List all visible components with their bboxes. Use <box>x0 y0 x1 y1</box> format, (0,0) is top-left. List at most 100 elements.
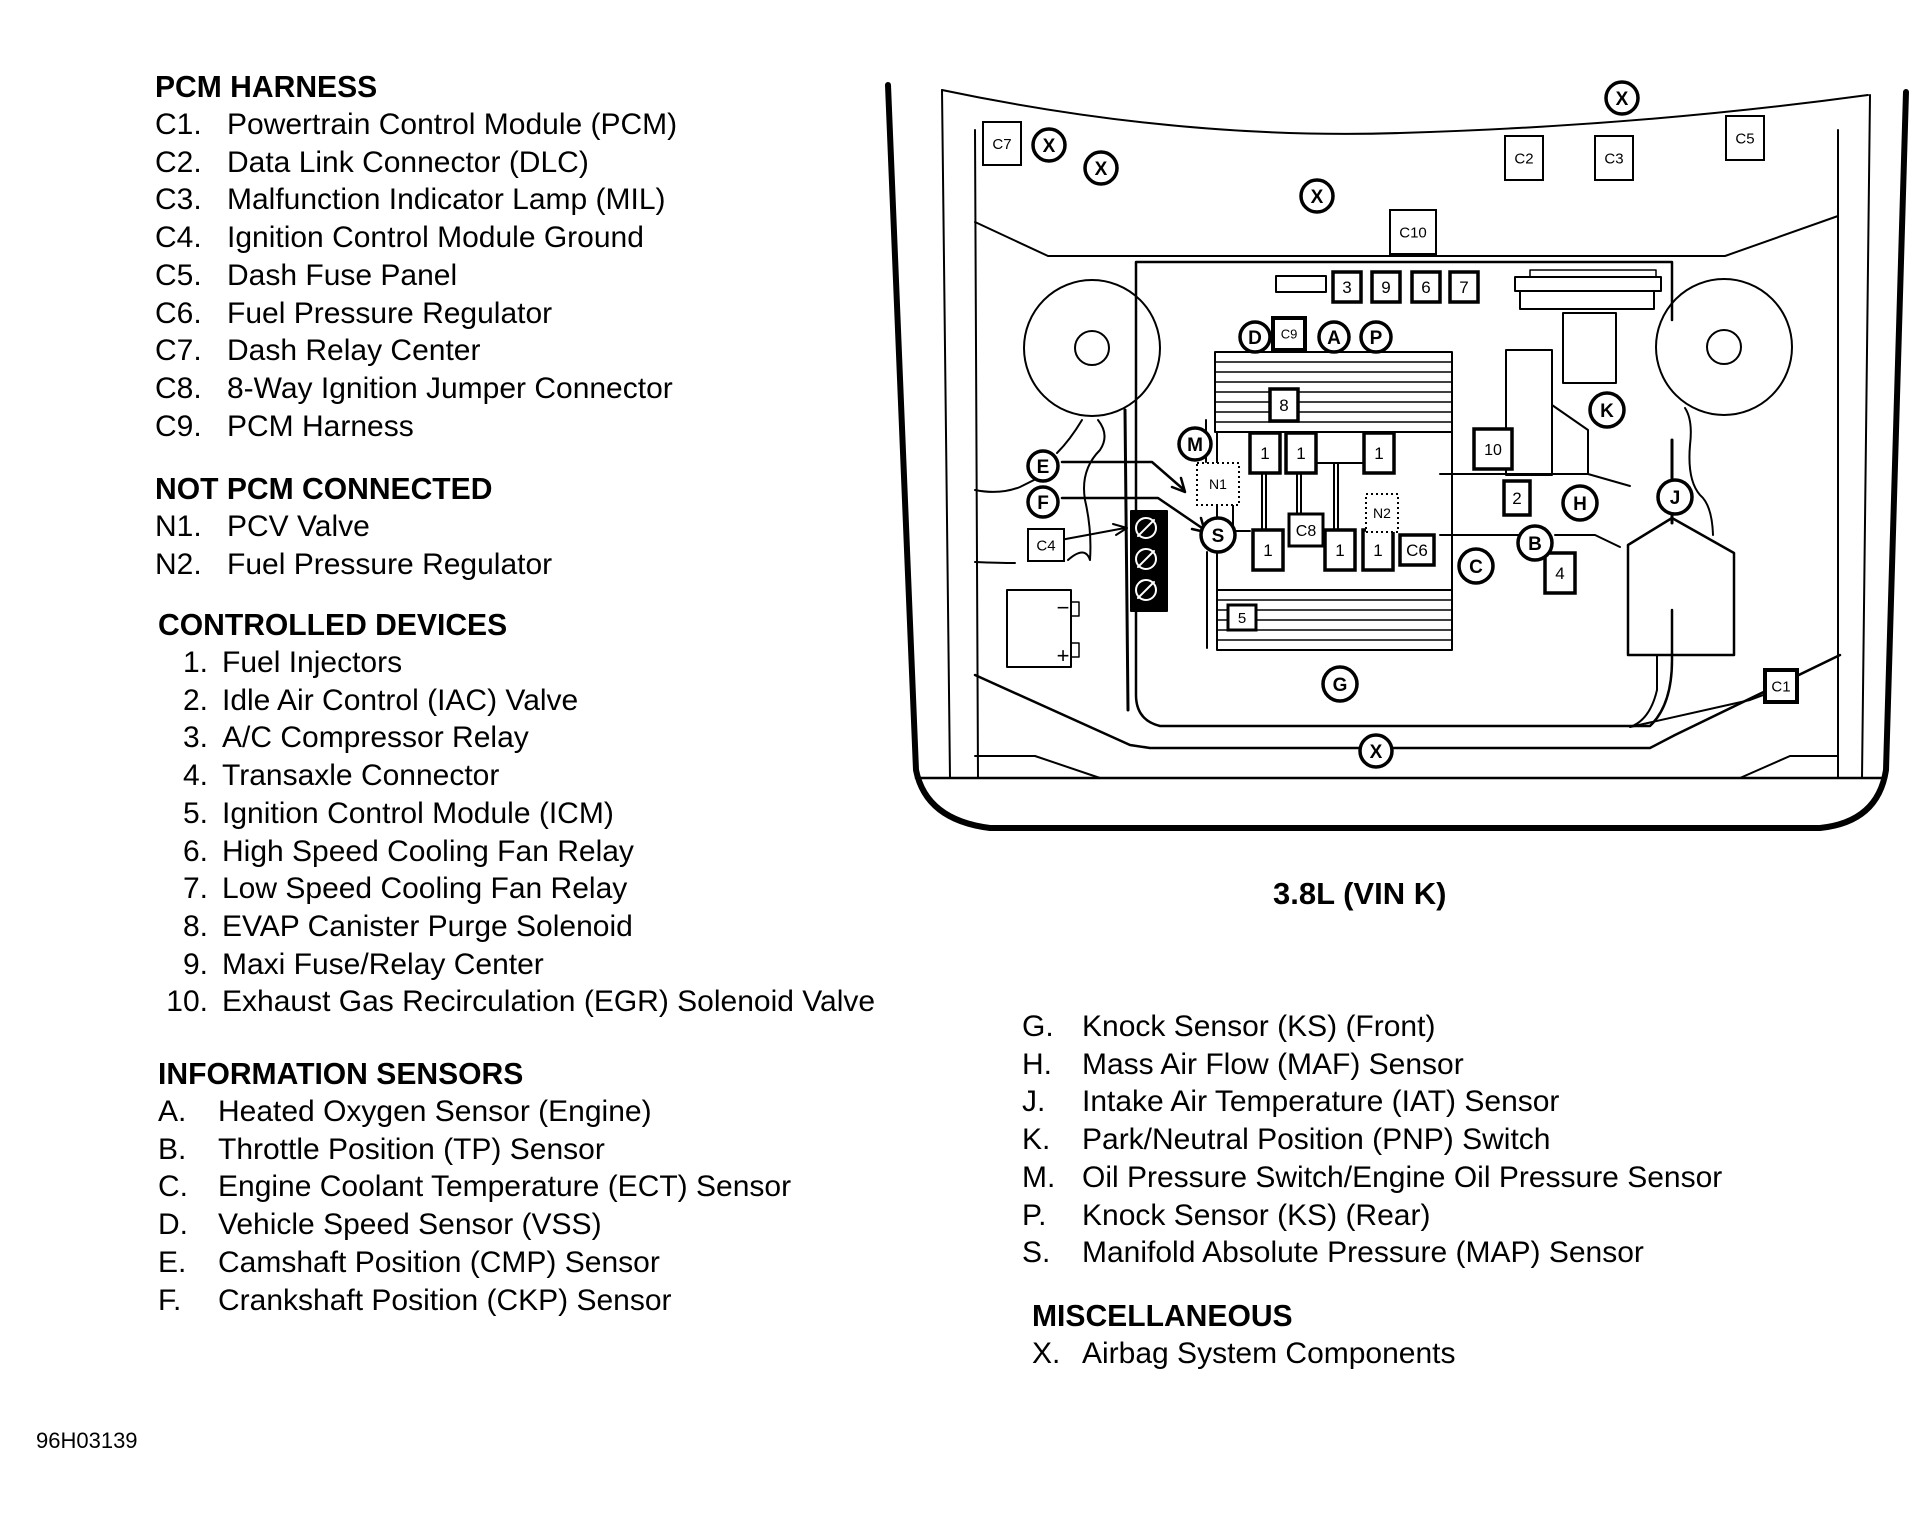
callout-label: C <box>1469 557 1483 578</box>
right-rail-outer <box>1861 94 1871 779</box>
air-duct-line <box>1551 404 1589 474</box>
item-code: C1. <box>155 108 202 141</box>
callout-label: 1 <box>1374 444 1383 463</box>
list-item: G.Knock Sensor (KS) (Front) <box>1022 1008 1722 1046</box>
item-label: Fuel Injectors <box>222 646 403 679</box>
callout-label: 9 <box>1381 278 1390 297</box>
firewall-post <box>1123 408 1130 712</box>
callout-box-n2: N2 <box>1365 493 1399 533</box>
battery-pos-terminal <box>1070 642 1080 658</box>
item-code: C6. <box>155 296 202 330</box>
list-item: E.Camshaft Position (CMP) Sensor <box>158 1244 791 1282</box>
item-code: N1. <box>155 510 202 543</box>
throttle-body-top <box>1514 276 1662 292</box>
callout-label: K <box>1600 401 1614 422</box>
pcm-harness-section: PCM HARNESS C1.Powertrain Control Module… <box>155 68 677 445</box>
throttle-body-base <box>1519 290 1655 310</box>
list-item: C7.Dash Relay Center <box>155 332 677 370</box>
figure-id: 96H03139 <box>36 1428 138 1453</box>
list-item: C1.Powertrain Control Module (PCM) <box>155 106 677 144</box>
item-label: Mass Air Flow (MAF) Sensor <box>1082 1047 1464 1081</box>
miscellaneous-section: MISCELLANEOUS X.Airbag System Components <box>1032 1297 1456 1373</box>
list-item: K.Park/Neutral Position (PNP) Switch <box>1022 1121 1722 1159</box>
arrow-e-to-n1 <box>1060 460 1185 491</box>
callout-box-c8: C8 <box>1287 512 1325 548</box>
list-item: N2.Fuel Pressure Regulator <box>155 546 552 584</box>
battery-positive-sign: + <box>1057 643 1070 668</box>
callout-box-c3: C3 <box>1594 135 1634 181</box>
item-label: Fuel Pressure Regulator <box>227 547 553 581</box>
list-item: 10.Exhaust Gas Recirculation (EGR) Solen… <box>158 983 875 1021</box>
callout-box-8: 8 <box>1268 387 1300 423</box>
callout-box-c7: C7 <box>982 121 1022 166</box>
intake-upper-lines <box>1214 361 1453 423</box>
item-label: Dash Fuse Panel <box>227 258 458 292</box>
callout-box-1: 1 <box>1323 528 1357 572</box>
item-label: A/C Compressor Relay <box>222 721 529 755</box>
callout-label: M <box>1187 435 1203 456</box>
list-item: C4.Ignition Control Module Ground <box>155 219 677 257</box>
item-label: Dash Relay Center <box>227 334 481 368</box>
item-label: Airbag System Components <box>1082 1337 1456 1370</box>
air-duct-block <box>1562 312 1617 384</box>
callout-box-2: 2 <box>1502 479 1532 517</box>
item-code: X. <box>1032 1337 1061 1370</box>
callout-label: X <box>1370 742 1383 763</box>
callout-label: N2 <box>1373 505 1391 521</box>
item-label: Low Speed Cooling Fan Relay <box>222 872 628 906</box>
item-code: P. <box>1022 1198 1047 1232</box>
callout-label: F <box>1037 493 1049 514</box>
item-code: M. <box>1022 1160 1056 1194</box>
callout-circle-m: M <box>1177 426 1213 462</box>
cowl-line <box>941 89 1869 135</box>
item-code: 7. <box>182 872 208 906</box>
callout-box-4: 4 <box>1543 551 1577 595</box>
callout-label: 3 <box>1342 278 1351 297</box>
list-item: 8.EVAP Canister Purge Solenoid <box>158 908 875 946</box>
callout-label: X <box>1095 159 1108 180</box>
item-code: S. <box>1022 1236 1051 1270</box>
item-label: Heated Oxygen Sensor (Engine) <box>218 1095 652 1128</box>
item-code: D. <box>158 1208 188 1242</box>
callout-box-c5: C5 <box>1725 115 1765 161</box>
item-label: Idle Air Control (IAC) Valve <box>222 683 579 717</box>
callout-box-1: 1 <box>1248 431 1282 475</box>
callout-box-10: 10 <box>1472 427 1514 471</box>
callout-box-n1: N1 <box>1196 462 1240 506</box>
left-harness-wave <box>1067 419 1106 561</box>
left-harness-lower <box>974 561 1016 564</box>
callout-label: C9 <box>1281 327 1298 342</box>
callout-label: N1 <box>1209 476 1227 492</box>
callout-box-5: 5 <box>1226 603 1258 632</box>
callout-circle-p: P <box>1359 320 1393 354</box>
callout-label: E <box>1037 457 1050 478</box>
callout-circle-h: H <box>1561 484 1599 522</box>
arrow-f-to-s <box>1060 496 1204 530</box>
item-label: Transaxle Connector <box>222 759 500 793</box>
list-item: A.Heated Oxygen Sensor (Engine) <box>158 1093 791 1131</box>
callout-circle-g: G <box>1321 665 1359 703</box>
callout-circle-d: D <box>1238 320 1272 354</box>
callout-label: D <box>1248 328 1262 349</box>
callout-box-c10: C10 <box>1389 209 1437 255</box>
item-code: 2. <box>182 683 208 717</box>
callout-label: 1 <box>1296 444 1305 463</box>
item-code: H. <box>1022 1047 1052 1081</box>
left-strut-tower <box>1023 279 1161 417</box>
list-item: C8.8-Way Ignition Jumper Connector <box>155 370 677 408</box>
item-code: 9. <box>182 947 208 981</box>
callout-label: X <box>1311 187 1324 208</box>
callout-label: 6 <box>1421 278 1430 297</box>
item-label: 8-Way Ignition Jumper Connector <box>227 371 673 405</box>
list-item: N1.PCV Valve <box>155 508 552 546</box>
item-label: Engine Coolant Temperature (ECT) Sensor <box>218 1170 792 1204</box>
callout-circle-f: F <box>1026 485 1060 519</box>
callout-label: C10 <box>1399 224 1427 241</box>
item-label: Exhaust Gas Recirculation (EGR) Solenoid… <box>222 985 876 1019</box>
callout-circle-x: X <box>1358 733 1394 769</box>
item-code: C. <box>158 1170 188 1204</box>
callout-label: C6 <box>1406 541 1428 560</box>
item-code: F. <box>158 1283 182 1317</box>
